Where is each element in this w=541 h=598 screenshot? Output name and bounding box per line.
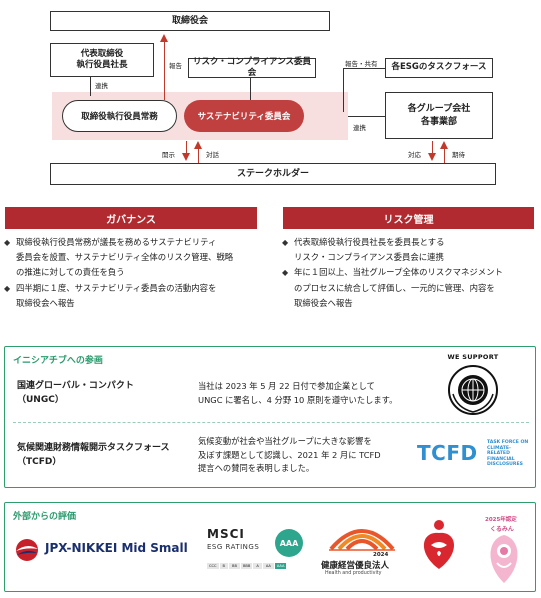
kurumin-year: 2025年認定 <box>485 517 517 523</box>
tcfd-logo-sub: TASK FORCE ON CLIMATE-RELATED FINANCIAL … <box>487 440 529 468</box>
msci-grade-badge: AAA <box>275 529 303 557</box>
label-taio: 対応 <box>408 151 421 159</box>
label-renkei-2: 連携 <box>353 124 366 132</box>
dialogue-arrow-head <box>194 141 202 149</box>
kenko-sun-icon <box>329 529 395 551</box>
kenko-jp-text: 健康経営優良法人 <box>321 561 390 571</box>
label-kitai: 期待 <box>452 151 465 159</box>
risk-heading: リスク管理 <box>283 207 534 229</box>
response-arrow-shaft <box>432 141 433 155</box>
risk-committee-box: リスク・コンプライアンス委員会 <box>188 57 316 78</box>
ungc-logo: WE SUPPORT <box>437 353 509 417</box>
sustainability-committee-box: サステナビリティ委員会 <box>184 100 304 132</box>
tcfd-name: 気候関連財務情報開示タスクフォース （TCFD） <box>17 443 170 467</box>
connector-esg-h <box>343 68 385 69</box>
heart-ribbon-icon <box>423 520 455 569</box>
ungc-description: 当社は 2023 年 5 月 22 日付で参加企業として UNGC に署名し、4… <box>198 381 398 405</box>
un-global-compact-icon <box>448 365 498 415</box>
msci-top-text: MSCI <box>207 527 245 541</box>
jpx-logo: JPX-NIKKEI Mid Small <box>15 537 203 563</box>
connector-esg-v <box>343 68 344 112</box>
kurumin-logo: 2025年認定 くるみん <box>475 513 533 587</box>
initiatives-title: イニシアチブへの参画 <box>13 356 103 366</box>
red-mark-logo <box>413 515 465 585</box>
jpx-swoosh-icon <box>16 539 38 561</box>
stakeholders-box: ステークホルダー <box>50 163 496 185</box>
label-hokoku: 報告 <box>169 62 182 70</box>
governance-item: 取締役執行役員常務が議長を務めるサステナビリティ 委員会を設置、サステナビリティ… <box>4 235 266 281</box>
risk-list: 代表取締役執行役員社長を委員長とする リスク・コンプライアンス委員会に連携 年に… <box>282 235 540 311</box>
label-kaiji: 開示 <box>162 151 175 159</box>
group-line-1: 各グループ会社 <box>407 104 471 115</box>
kenko-en-text: Health and productivity <box>325 571 382 576</box>
connector-band-group <box>348 116 385 117</box>
we-support-text: WE SUPPORT <box>447 353 499 361</box>
connector-risk-sust <box>250 78 251 100</box>
exec-meeting-box: 取締役執行役員常務 <box>62 100 177 132</box>
tcfd-logo: TCFD TASK FORCE ON CLIMATE-RELATED FINAN… <box>417 439 533 473</box>
disclose-arrow-shaft <box>186 141 187 155</box>
connector-president-exec <box>90 77 91 96</box>
report-arrow-head <box>160 34 168 42</box>
risk-item: 年に１回以上、当社グループ全体のリスクマネジメント のプロセスに統合して評価し、… <box>282 265 540 311</box>
kenko-year: 2024 <box>373 552 389 558</box>
disclose-arrow-head <box>182 153 190 161</box>
president-line-1: 代表取締役 <box>80 48 124 59</box>
expectation-arrow-head <box>440 141 448 149</box>
kurumin-name: くるみん <box>490 526 514 533</box>
board-box: 取締役会 <box>50 11 330 31</box>
label-hokoku-kyoyu: 報告・共有 <box>345 60 378 68</box>
initiatives-panel: イニシアチブへの参画 国連グローバル・コンパクト （UNGC） 当社は 2023… <box>4 346 536 488</box>
governance-heading: ガバナンス <box>5 207 257 229</box>
kenko-logo: 2024 健康経営優良法人 Health and productivity <box>321 521 403 583</box>
response-arrow-head <box>428 153 436 161</box>
external-title: 外部からの評価 <box>13 512 77 522</box>
external-panel: 外部からの評価 JPX-NIKKEI Mid Small MSCI ESG RA… <box>4 502 536 592</box>
expectation-arrow-shaft <box>444 149 445 163</box>
initiatives-divider <box>13 422 529 423</box>
president-box: 代表取締役 執行役員社長 <box>50 43 154 77</box>
esg-taskforce-box: 各ESGのタスクフォース <box>385 58 493 78</box>
governance-item: 四半期に１度、サステナビリティ委員会の活動内容を 取締役会へ報告 <box>4 281 266 311</box>
report-arrow-shaft <box>164 42 165 100</box>
label-taiwa: 対話 <box>206 151 219 159</box>
tcfd-logo-text: TCFD <box>417 441 478 465</box>
jpx-text: JPX-NIKKEI Mid Small <box>45 541 188 555</box>
group-line-2: 各事業部 <box>420 116 457 127</box>
msci-scale: CCC B BB BBB A AA AAA <box>207 563 287 569</box>
dialogue-arrow-shaft <box>198 149 199 163</box>
msci-sub-text: ESG RATINGS <box>207 543 260 551</box>
president-line-2: 執行役員社長 <box>76 60 128 70</box>
tcfd-description: 気候変動が社会や当社グループに大きな影響を 及ぼす課題として認識し、2021 年… <box>198 436 381 473</box>
label-renkei-1: 連携 <box>95 82 108 90</box>
msci-logo: MSCI ESG RATINGS AAA CCC B BB BBB A AA A… <box>205 525 305 577</box>
kurumin-stork-icon <box>490 535 518 583</box>
ungc-name: 国連グローバル・コンパクト （UNGC） <box>17 381 134 405</box>
governance-list: 取締役執行役員常務が議長を務めるサステナビリティ 委員会を設置、サステナビリティ… <box>4 235 266 311</box>
risk-item: 代表取締役執行役員社長を委員長とする リスク・コンプライアンス委員会に連携 <box>282 235 540 265</box>
group-companies-box: 各グループ会社 各事業部 <box>385 92 493 139</box>
